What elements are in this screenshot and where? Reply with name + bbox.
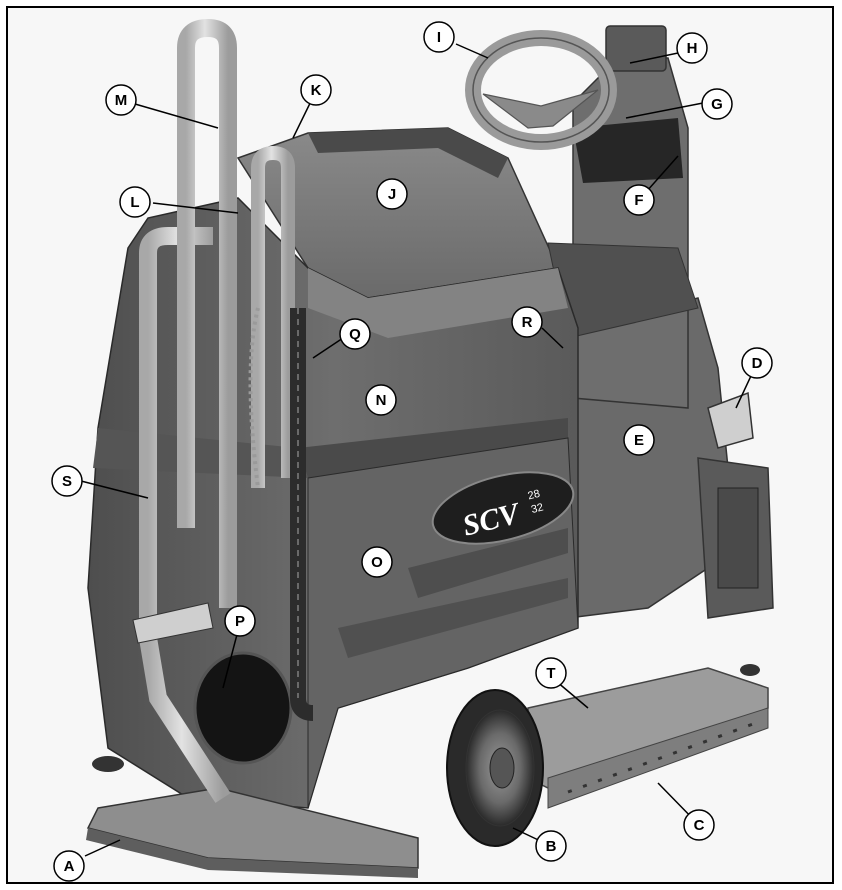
recovery-hoses — [132, 18, 314, 803]
callout-n: N — [365, 384, 397, 416]
callout-t-letter: T — [546, 665, 555, 682]
callout-j-letter: J — [388, 186, 396, 203]
callout-o: O — [361, 546, 393, 578]
callout-m-letter: M — [115, 92, 128, 109]
callout-h: H — [676, 32, 708, 64]
scv-logo-badge: SCV 28 32 — [431, 471, 575, 545]
callout-l: L — [119, 186, 151, 218]
machine-illustration: SCV 28 32 — [51, 18, 774, 882]
callout-e: E — [623, 424, 655, 456]
callout-c-letter: C — [694, 817, 705, 834]
callout-t: T — [535, 657, 567, 689]
seat-and-column — [465, 25, 689, 409]
callout-q: Q — [339, 318, 371, 350]
callout-f: F — [623, 184, 655, 216]
callout-f-letter: F — [634, 192, 643, 209]
callout-h-letter: H — [687, 40, 698, 57]
tank-lid — [236, 127, 699, 339]
callout-b: B — [535, 830, 567, 862]
callout-r-letter: R — [522, 314, 533, 331]
callout-k-letter: K — [311, 82, 322, 99]
callout-g-letter: G — [711, 96, 723, 113]
drain-port-shape — [193, 651, 293, 765]
callout-b-letter: B — [546, 838, 557, 855]
diagram-frame: SCV 28 32 — [6, 6, 834, 884]
rear-squeegee — [86, 756, 419, 878]
logo-model-top: 28 — [527, 488, 542, 503]
foot-pedal-shape — [707, 391, 754, 449]
callout-s-letter: S — [62, 473, 72, 490]
callout-r: R — [511, 306, 543, 338]
logo-model-bottom: 32 — [530, 501, 545, 516]
callout-p-letter: P — [235, 613, 245, 630]
callout-s: S — [51, 465, 83, 497]
side-squeegee-deck — [527, 664, 769, 809]
callout-d-letter: D — [752, 355, 763, 372]
callout-p: P — [224, 605, 256, 637]
callout-k: K — [300, 74, 332, 106]
callout-c: C — [683, 809, 715, 841]
callout-l-letter: L — [130, 194, 139, 211]
callout-a: A — [53, 850, 85, 882]
callout-m: M — [105, 84, 137, 116]
callout-a-letter: A — [64, 858, 75, 875]
callout-g: G — [701, 88, 733, 120]
callout-j: J — [376, 178, 408, 210]
callout-i: I — [423, 21, 455, 53]
drive-wheel — [446, 689, 544, 847]
callout-d: D — [741, 347, 773, 379]
callout-e-letter: E — [634, 432, 644, 449]
callout-q-letter: Q — [349, 326, 361, 343]
callout-i-letter: I — [437, 29, 441, 46]
callout-n-letter: N — [376, 392, 387, 409]
callout-o-letter: O — [371, 554, 383, 571]
